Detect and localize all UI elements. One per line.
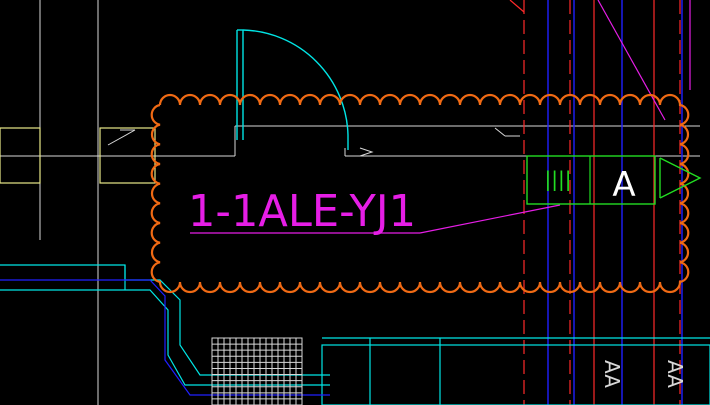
section-marker-frame: [526, 155, 656, 205]
edge-text-left: AA: [600, 360, 624, 388]
edge-text-right: AA: [663, 360, 687, 388]
section-marker-letter: A: [612, 165, 635, 205]
section-marker-bars: ||||: [545, 167, 572, 191]
blue-duct-route: [0, 279, 330, 396]
door-swing: [236, 29, 349, 150]
revision-cloud: [150, 93, 690, 294]
equipment-tag-label[interactable]: 1-1ALE-YJ1: [188, 186, 416, 237]
equipment-boxes: [0, 127, 156, 184]
floor-grille: [211, 337, 303, 405]
magenta-leaders: [190, 0, 691, 234]
section-arrow-icon: [659, 157, 702, 199]
section-marker[interactable]: |||| A: [526, 155, 702, 205]
duct-routes: [0, 264, 710, 405]
